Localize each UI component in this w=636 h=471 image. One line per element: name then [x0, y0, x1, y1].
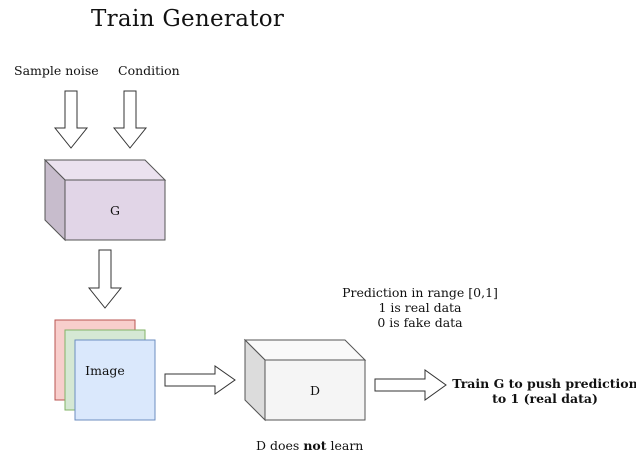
image-label: Image: [85, 363, 125, 378]
generator-label: G: [110, 203, 120, 218]
condition-arrow: [112, 90, 148, 149]
generator-box: G: [43, 158, 167, 242]
prediction-line-2: 1 is real data: [378, 300, 462, 315]
discriminator-to-output-arrow: [374, 369, 447, 401]
image-to-discriminator-arrow: [164, 365, 236, 395]
output-note: Train G to push prediction to 1 (real da…: [450, 376, 636, 406]
generator-to-image-arrow: [87, 249, 123, 309]
prediction-note: Prediction in range [0,1] 1 is real data…: [330, 285, 510, 330]
prediction-line-3: 0 is fake data: [377, 315, 463, 330]
d-note-emphasis: not: [303, 438, 327, 453]
discriminator-box: D: [243, 338, 367, 422]
image-stack: Image: [54, 319, 156, 421]
output-line-1: Train G to push prediction: [452, 376, 636, 391]
d-note-suffix: learn: [326, 438, 364, 453]
output-line-2: to 1 (real data): [492, 391, 598, 406]
condition-label: Condition: [118, 63, 180, 78]
discriminator-label: D: [310, 383, 320, 398]
image-layer-blue: [74, 339, 156, 421]
sample-noise-label: Sample noise: [14, 63, 99, 78]
discriminator-note: D does not learn: [256, 438, 363, 453]
prediction-line-1: Prediction in range [0,1]: [342, 285, 498, 300]
noise-arrow: [53, 90, 89, 149]
page-title: Train Generator: [91, 6, 285, 32]
d-note-prefix: D does: [256, 438, 304, 453]
